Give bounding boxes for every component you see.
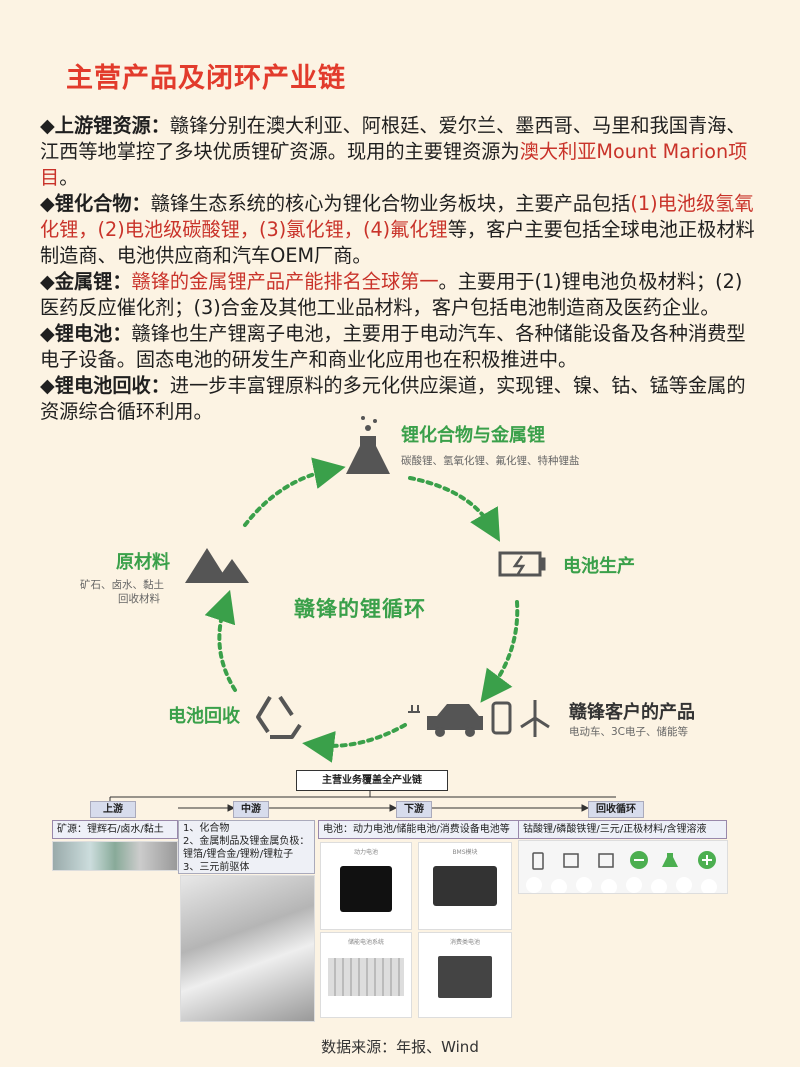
wind-turbine-icon [520,700,550,737]
customer-sub: 电动车、3C电子、储能等 [569,726,689,738]
arrow-raw-to-compound [243,457,346,527]
raw-label: 原材料 [116,552,170,573]
raw-sub-2: 回收材料 [118,593,160,605]
upstream-photo [52,841,178,871]
recycle-icon [256,695,302,739]
bullet-list: ◆上游锂资源：赣锋分别在澳大利亚、阿根廷、爱尔兰、墨西哥、马里和我国青海、江西等… [40,113,760,425]
raw-sub-1: 矿石、卤水、黏土 [80,579,164,591]
compound-sub: 碳酸锂、氢氧化锂、氟化锂、特种锂盐 [401,455,580,467]
stage-midstream: 中游 [233,801,269,818]
battery-icon [498,551,546,577]
mountain-icon [185,548,249,583]
downstream-photo-1: 动力电池 [320,842,412,930]
arrow-compound-to-battery [408,476,501,542]
customer-label: 赣锋客户的产品 [569,702,695,723]
recycling-bar: 钴酸锂/磷酸铁锂/三元/正极材料/含锂溶液 [518,820,727,839]
bullet-upstream: ◆上游锂资源：赣锋分别在澳大利亚、阿根廷、爱尔兰、墨西哥、马里和我国青海、江西等… [40,114,748,189]
compound-label: 锂化合物与金属锂 [401,425,545,446]
midstream-text: 1、化合物 2、金属制品及锂金属负极： 锂箔/锂合金/锂粉/锂粒子 3、三元前驱… [183,823,310,873]
upstream-bar: 矿源：锂辉石/卤水/黏土 [52,820,178,839]
bullet-metal: ◆金属锂：赣锋的金属锂产品产能排名全球第一。主要用于(1)锂电池负极材料；(2)… [40,270,743,319]
chain-header: 主营业务覆盖全产业链 [296,770,448,791]
downstream-bar: 电池：动力电池/储能电池/消费设备电池等 [318,820,519,839]
battery-small-icon [532,852,544,870]
chip-icon [563,853,579,868]
downstream-photo-3: 储能电池系统 [320,932,412,1018]
downstream-photo-2: BMS模块 [418,842,512,930]
bullet-battery: ◆锂电池：赣锋也生产锂离子电池，主要用于电动汽车、各种储能设备及各种消费型电子设… [40,322,746,371]
downstream-photo-4: 消费类电池 [418,932,512,1018]
cycle-center-title: 赣锋的锂循环 [294,597,426,621]
battery-label: 电池生产 [563,556,635,577]
bullet-recycling: ◆锂电池回收：进一步丰富锂原料的多元化供应渠道，实现锂、镍、钴、锰等金属的资源综… [40,374,746,423]
page-title: 主营产品及闭环产业链 [66,63,346,94]
arrow-customer-to-recycle [302,723,407,763]
arrow-battery-to-customer [480,600,520,703]
stage-upstream: 上游 [90,801,136,818]
midstream-box [178,820,315,874]
flask-small-icon [662,853,678,867]
arrow-recycle-to-raw [204,589,237,692]
stage-downstream: 下游 [396,801,432,818]
recycling-icons [518,840,728,895]
recycle-label: 电池回收 [168,706,240,727]
midstream-photo [180,875,315,1022]
bullet-compounds: ◆锂化合物：赣锋生态系统的核心为锂化合物业务板块，主要产品包括(1)电池级氢氧化… [40,192,755,267]
data-source: 数据来源：年报、Wind [321,1038,479,1056]
car-icon [408,704,483,737]
phone-icon [491,701,512,735]
calendar-icon [598,853,614,868]
stage-recycling: 回收循环 [588,801,644,818]
